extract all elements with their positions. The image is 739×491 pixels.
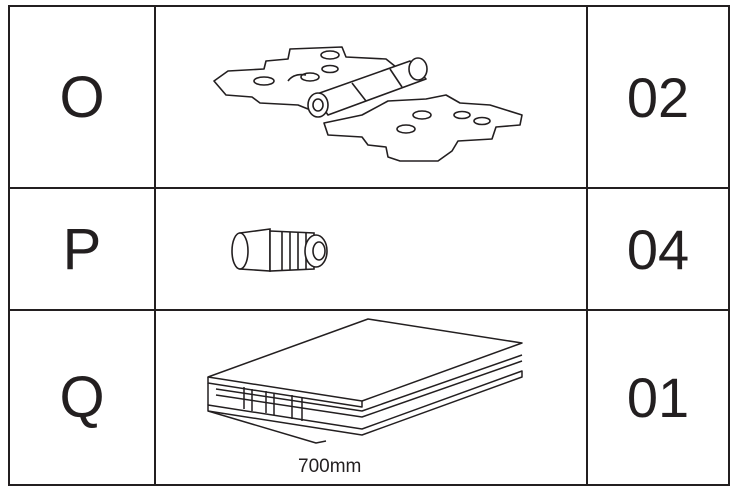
part-quantity: 02 [626, 65, 690, 129]
part-quantity: 01 [626, 366, 690, 429]
parts-table: O [8, 5, 730, 486]
part-image-cell: 700mm [156, 311, 588, 484]
part-letter: Q [10, 311, 156, 484]
h-profile-icon [207, 318, 523, 444]
part-row-q: Q 700mm [10, 311, 728, 484]
part-letter: P [10, 189, 156, 309]
hinge-icon [213, 46, 523, 162]
knob-icon [231, 228, 328, 272]
part-letter: O [10, 7, 156, 187]
dimension-label: 700mm [298, 456, 362, 477]
part-image-cell [156, 189, 588, 309]
part-image-cell [156, 7, 588, 187]
part-row-o: O [10, 7, 728, 189]
part-row-p: P 04 [10, 189, 728, 311]
part-quantity: 04 [626, 217, 690, 281]
